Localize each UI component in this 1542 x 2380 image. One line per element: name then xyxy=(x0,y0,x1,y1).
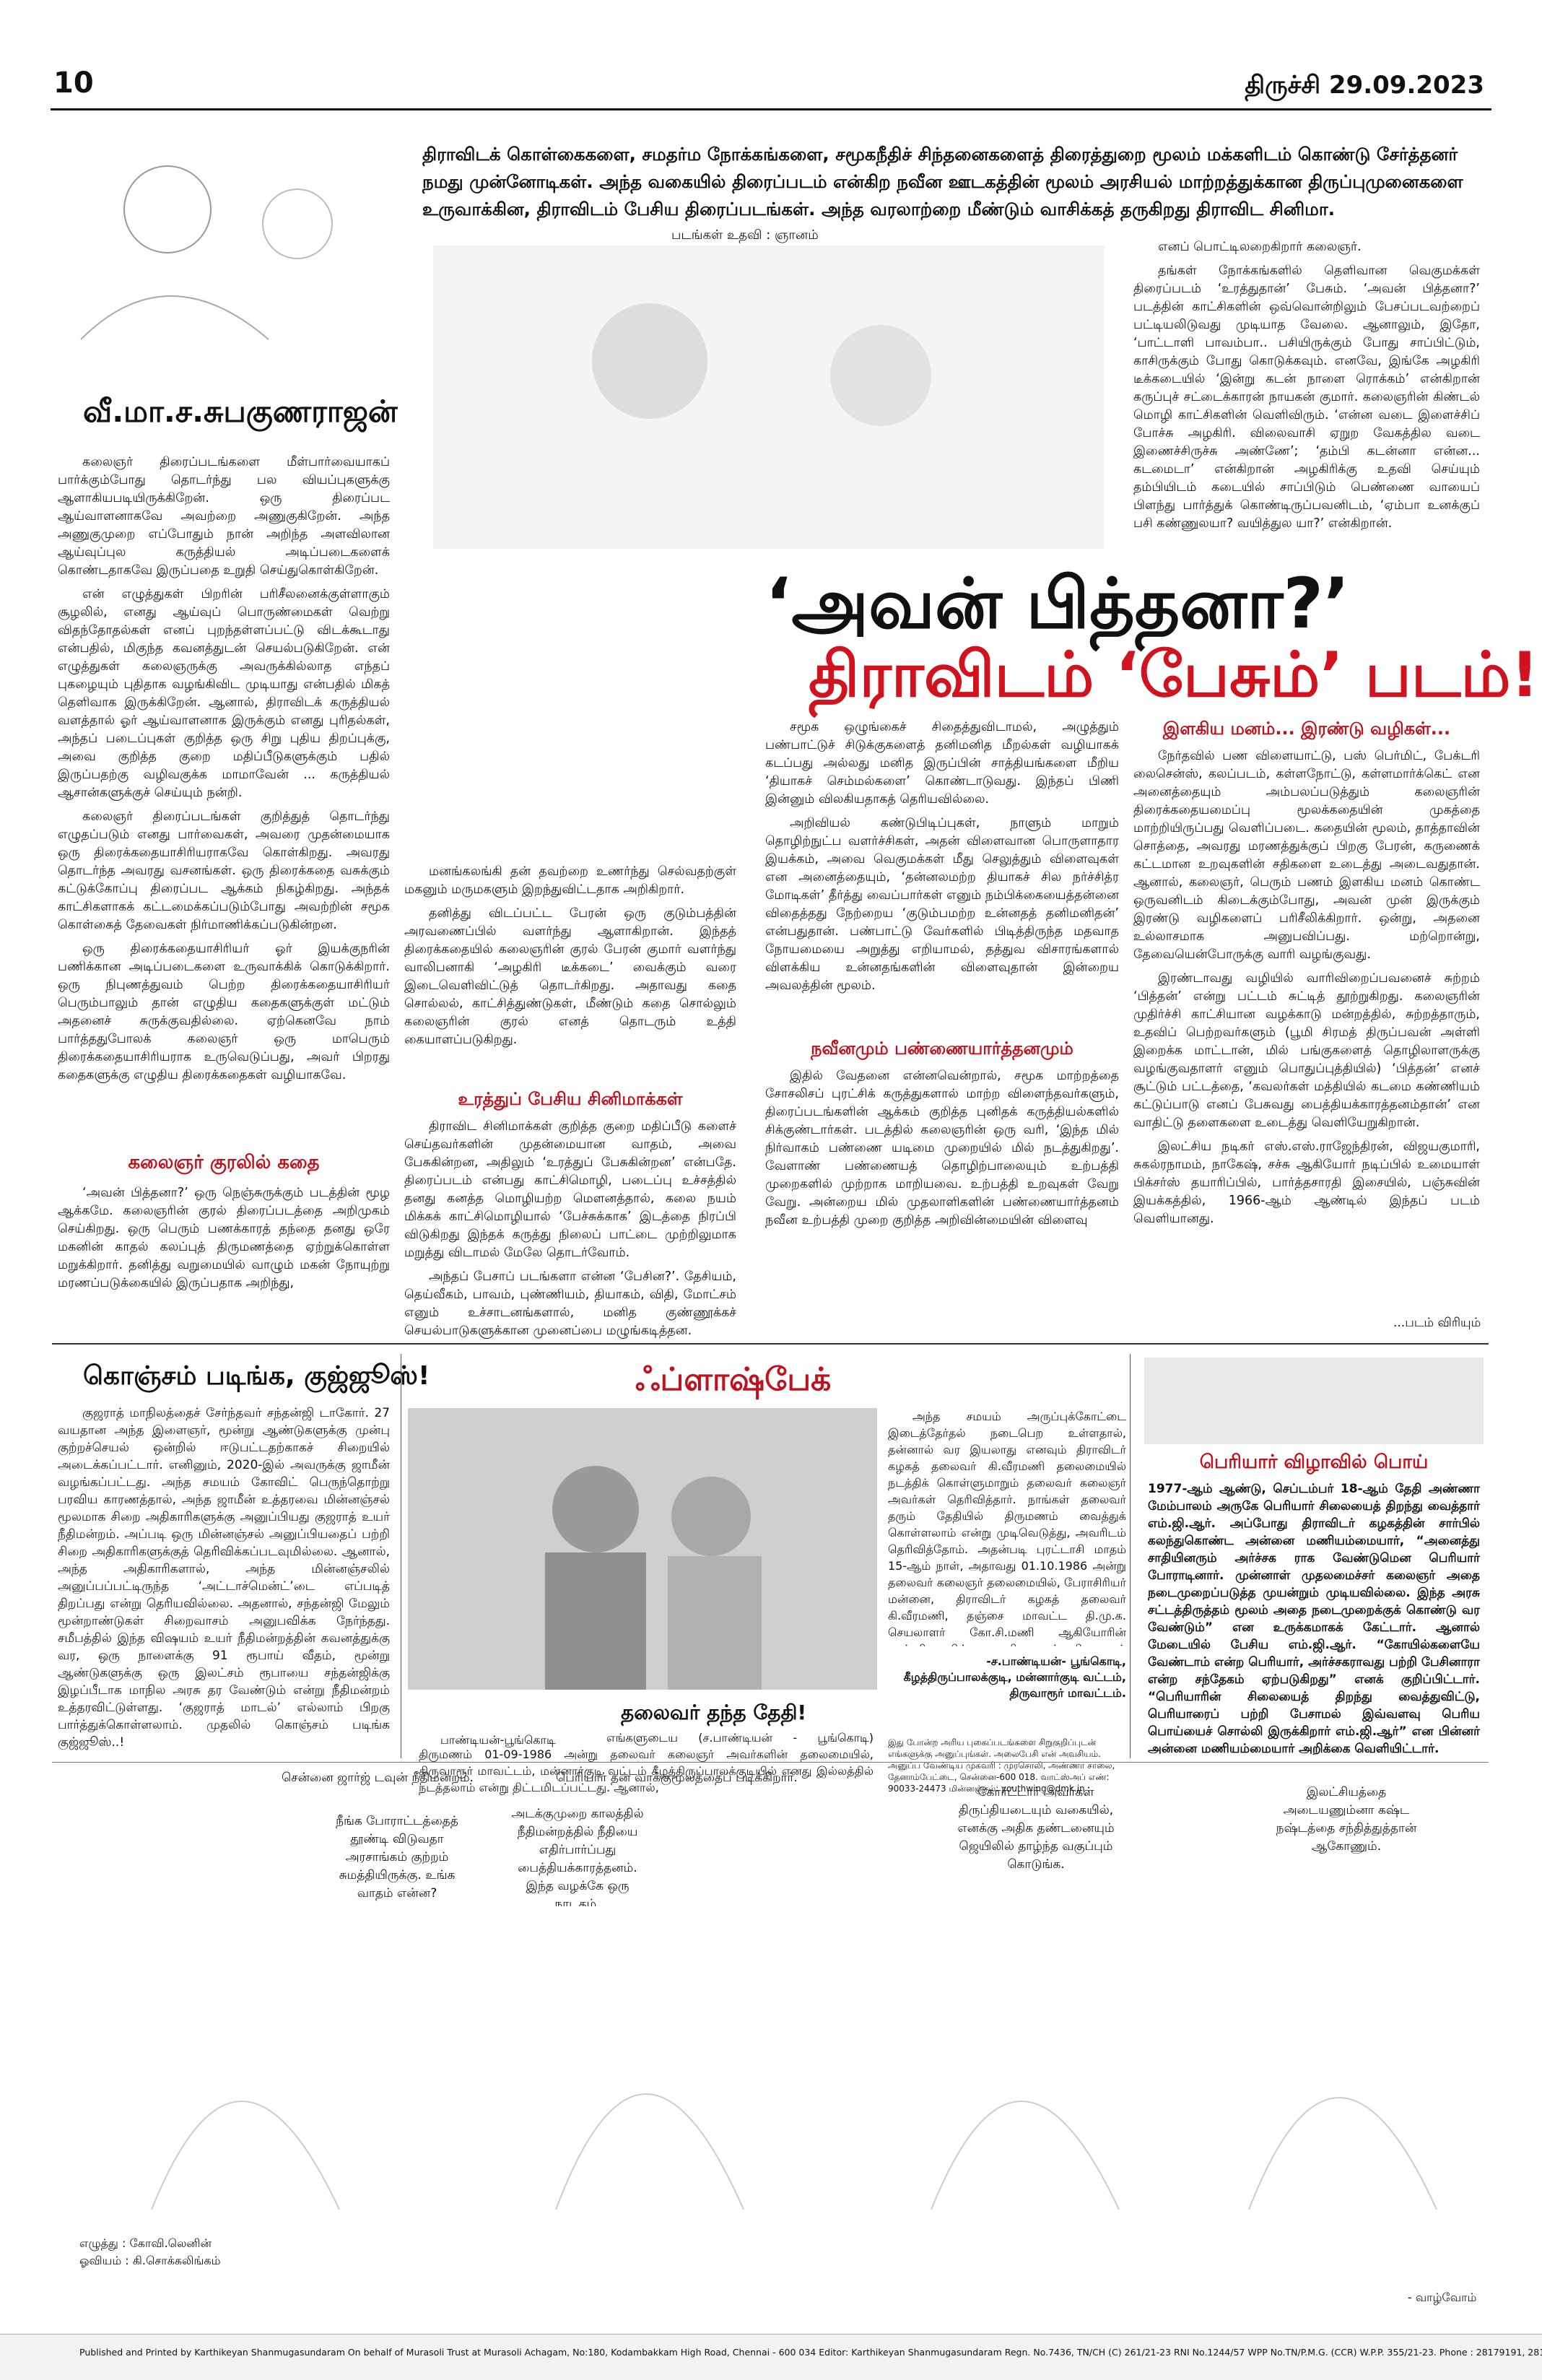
flashback-body: அந்த சமயம் அருப்புக்கோட்டை இடைத்தேர்தல் … xyxy=(888,1408,1126,1646)
article-column-3: சமூக ஒழுங்கைச் சிதைத்துவிடாமல், அழுத்தும… xyxy=(765,718,1119,1001)
article-column-3b: இதில் வேதனை என்னவென்றால், சமூக மாற்றத்தை… xyxy=(765,1067,1119,1327)
comic-end: - வாழ்வோம் xyxy=(1408,2290,1477,2304)
gujarat-body-text: குஜராத் மாநிலத்தைச் சேர்ந்தவர் சந்தன்ஜி … xyxy=(58,1406,390,1750)
article-column-2: மனங்கலங்கி தன் தவற்றை உணர்ந்து செல்வதற்க… xyxy=(404,863,736,1055)
signature-line: கீழத்திருப்பாலக்குடி, மன்னார்குடி வட்டம்… xyxy=(903,1670,1126,1684)
col1-after: ‘அவன் பித்தனா?’ ஒரு நெஞ்சுருக்கும் படத்த… xyxy=(58,1184,390,1336)
column-divider xyxy=(1130,1354,1131,1758)
photo-credit: படங்கள் உதவி : ஞானம் xyxy=(671,227,819,243)
signature-line: -ச.பாண்டியன்- பூங்கொடி, xyxy=(986,1654,1126,1668)
page-date: திருச்சி 29.09.2023 xyxy=(1245,71,1484,100)
periyar-title: பெரியார் விழாவில் பொய் xyxy=(1199,1451,1429,1473)
signature-line: திருவாரூர் மாவட்டம். xyxy=(1009,1686,1126,1700)
comic-strip-art xyxy=(94,1906,1465,2224)
comic-bubble-4: இலட்சியத்தை அடையணும்னா கஷ்ட நஷ்டத்தை சந்… xyxy=(1276,1785,1417,1854)
col1-para: என் எழுத்துகள் பிறரின் பரிசீலனைக்குள்ளாக… xyxy=(58,587,390,800)
header-rule xyxy=(51,108,1491,110)
subheading-technique: உரத்துப் பேசிய சினிமாக்கள் xyxy=(458,1089,683,1109)
flashback-note: இது போன்ற அரிய புகைப்படங்களை சிறுகுறிப்ப… xyxy=(888,1737,1115,1794)
col2-para: மனங்கலங்கி தன் தவற்றை உணர்ந்து செல்வதற்க… xyxy=(404,864,736,897)
continued-note: ...படம் விரியும் xyxy=(1393,1316,1481,1330)
col3-para: சமூக ஒழுங்கைச் சிதைத்துவிடாமல், அழுத்தும… xyxy=(765,720,1119,807)
article-column-4b: நேர்தவில் பண விளையாட்டு, பஸ் பெர்மிட், ப… xyxy=(1133,747,1480,1303)
flashback-body2: எங்களுடைய (ச.பாண்டியன் - பூங்கொடி) திரும… xyxy=(419,1731,874,1794)
col4-para: எனப் பொட்டிலறைகிறார் கலைஞர். xyxy=(1158,240,1362,254)
comic-artist-credit: ஓவியம் : கி.சொக்கலிங்கம் xyxy=(79,2254,221,2267)
col1-para: ஒரு திரைக்கதையாசிரியர் ஓர் இயக்குநரின் ப… xyxy=(58,942,390,1082)
col1-para: கலைஞர் திரைப்படங்களை மீள்பார்வையாகப் பார… xyxy=(58,455,390,578)
comic-writer-credit: எழுத்து : கோவி.லெனின் xyxy=(79,2236,212,2250)
footer-imprint: Published and Printed by Karthikeyan Sha… xyxy=(79,2347,1542,2358)
col1-after-para: ‘அவன் பித்தனா?’ ஒரு நெஞ்சுருக்கும் படத்த… xyxy=(58,1186,390,1290)
col2-para: தனித்து விடப்பட்ட பேரன் ஒரு குடும்பத்தின… xyxy=(404,906,736,1047)
col2-para: திராவிட சினிமாக்கள் குறித்த குறை மதிப்பீ… xyxy=(404,1119,736,1260)
flashback-title: ஃப்ளாஷ்பேக் xyxy=(635,1361,832,1398)
movie-still xyxy=(433,246,1105,549)
col4-para: இலட்சிய நடிகர் எஸ்.எஸ்.ராஜேந்திரன், விஜய… xyxy=(1133,1139,1480,1226)
headline-line1: ‘அவன் பித்தனா?’ xyxy=(765,563,1350,644)
footer-bar xyxy=(0,2334,1542,2380)
col4-para: நேர்தவில் பண விளையாட்டு, பஸ் பெர்மிட், ப… xyxy=(1133,749,1480,962)
gujarat-body: குஜராத் மாநிலத்தைச் சேர்ந்தவர் சந்தன்ஜி … xyxy=(58,1404,390,1758)
section-rule xyxy=(52,1343,1489,1345)
page-number: 10 xyxy=(53,66,94,100)
comic-bubble-2: அடக்குமுறை காலத்தில் நீதிமன்றத்தில் நீதி… xyxy=(511,1807,644,1911)
periyar-body: 1977-ஆம் ஆண்டு, செப்டம்பர் 18-ஆம் தேதி அ… xyxy=(1148,1482,1480,1755)
article-column-4: எனப் பொட்டிலறைகிறார் கலைஞர். தங்கள் நோக்… xyxy=(1133,238,1480,563)
flashback-subheading: தலைவர் தந்த தேதி! xyxy=(621,1701,807,1724)
photo-caption: பாண்டியன்-பூங்கொடி xyxy=(440,1733,556,1747)
flashback-body-text: அந்த சமயம் அருப்புக்கோட்டை இடைத்தேர்தல் … xyxy=(888,1410,1126,1646)
col3-para: அறிவியல் கண்டுபிடிப்புகள், நாளும் மாறும்… xyxy=(765,816,1119,993)
subheading-two-ways: இளகிய மனம்... இரண்டு வழிகள்... xyxy=(1162,718,1451,739)
headline-line2: திராவிடம் ‘பேசும்’ படம்! xyxy=(809,639,1539,711)
col1-para: கலைஞர் திரைப்படங்கள் குறித்துத் தொடர்ந்த… xyxy=(58,809,390,932)
comic-caption-1: சென்னை ஜார்ஜ் டவுன் நீதிமன்றம். xyxy=(282,1771,474,1785)
subheading-kalaignar-voice: கலைஞர் குரலில் கதை xyxy=(128,1152,320,1173)
intro-paragraph: திராவிடக் கொள்கைகளை, சமதர்ம நோக்கங்களை, … xyxy=(422,144,1463,220)
article-column-2b: திராவிட சினிமாக்கள் குறித்த குறை மதிப்பீ… xyxy=(404,1118,736,1346)
col2-para: அந்தப் பேசாப் படங்களா என்ன ‘பேசின?’. தேச… xyxy=(404,1269,736,1338)
gujarat-title: கொஞ்சம் படிங்க, குஜ்ஜூஸ்! xyxy=(83,1361,430,1391)
comic-bubble-3: கோர்ட்டார் அவர்கள் திருப்தியடையும் வகையி… xyxy=(957,1785,1115,1872)
col4-para: இரண்டாவது வழியில் வாரிவிறைப்பவனைச் சுற்ற… xyxy=(1133,971,1480,1130)
cartoon-illustration xyxy=(52,123,398,361)
wedding-photo xyxy=(408,1408,877,1690)
subheading-modern: நவீனமும் பண்ணையார்த்தனமும் xyxy=(811,1038,1073,1059)
flashback-signature: -ச.பாண்டியன்- பூங்கொடி, கீழத்திருப்பாலக்… xyxy=(888,1654,1126,1701)
periyar-photo xyxy=(1144,1358,1484,1444)
article-column-1: கலைஞர் திரைப்படங்களை மீள்பார்வையாகப் பார… xyxy=(58,453,390,1356)
comic-caption-2: பெரியார் தன் வாக்குமூலத்தைப் படிக்கிறார்… xyxy=(556,1771,798,1785)
col3-para: இதில் வேதனை என்னவென்றால், சமூக மாற்றத்தை… xyxy=(765,1069,1119,1228)
comic-bubble-1: நீங்க போராட்டத்தைத் தூண்டி விடுவதா அரசாங… xyxy=(336,1814,458,1901)
byline: வீ.மா.ச.சுபகுணராஜன் xyxy=(83,394,398,429)
col4-para: தங்கள் நோக்கங்களில் தெளிவான வெகுமக்கள் த… xyxy=(1133,264,1480,531)
section-rule xyxy=(52,1762,1489,1763)
